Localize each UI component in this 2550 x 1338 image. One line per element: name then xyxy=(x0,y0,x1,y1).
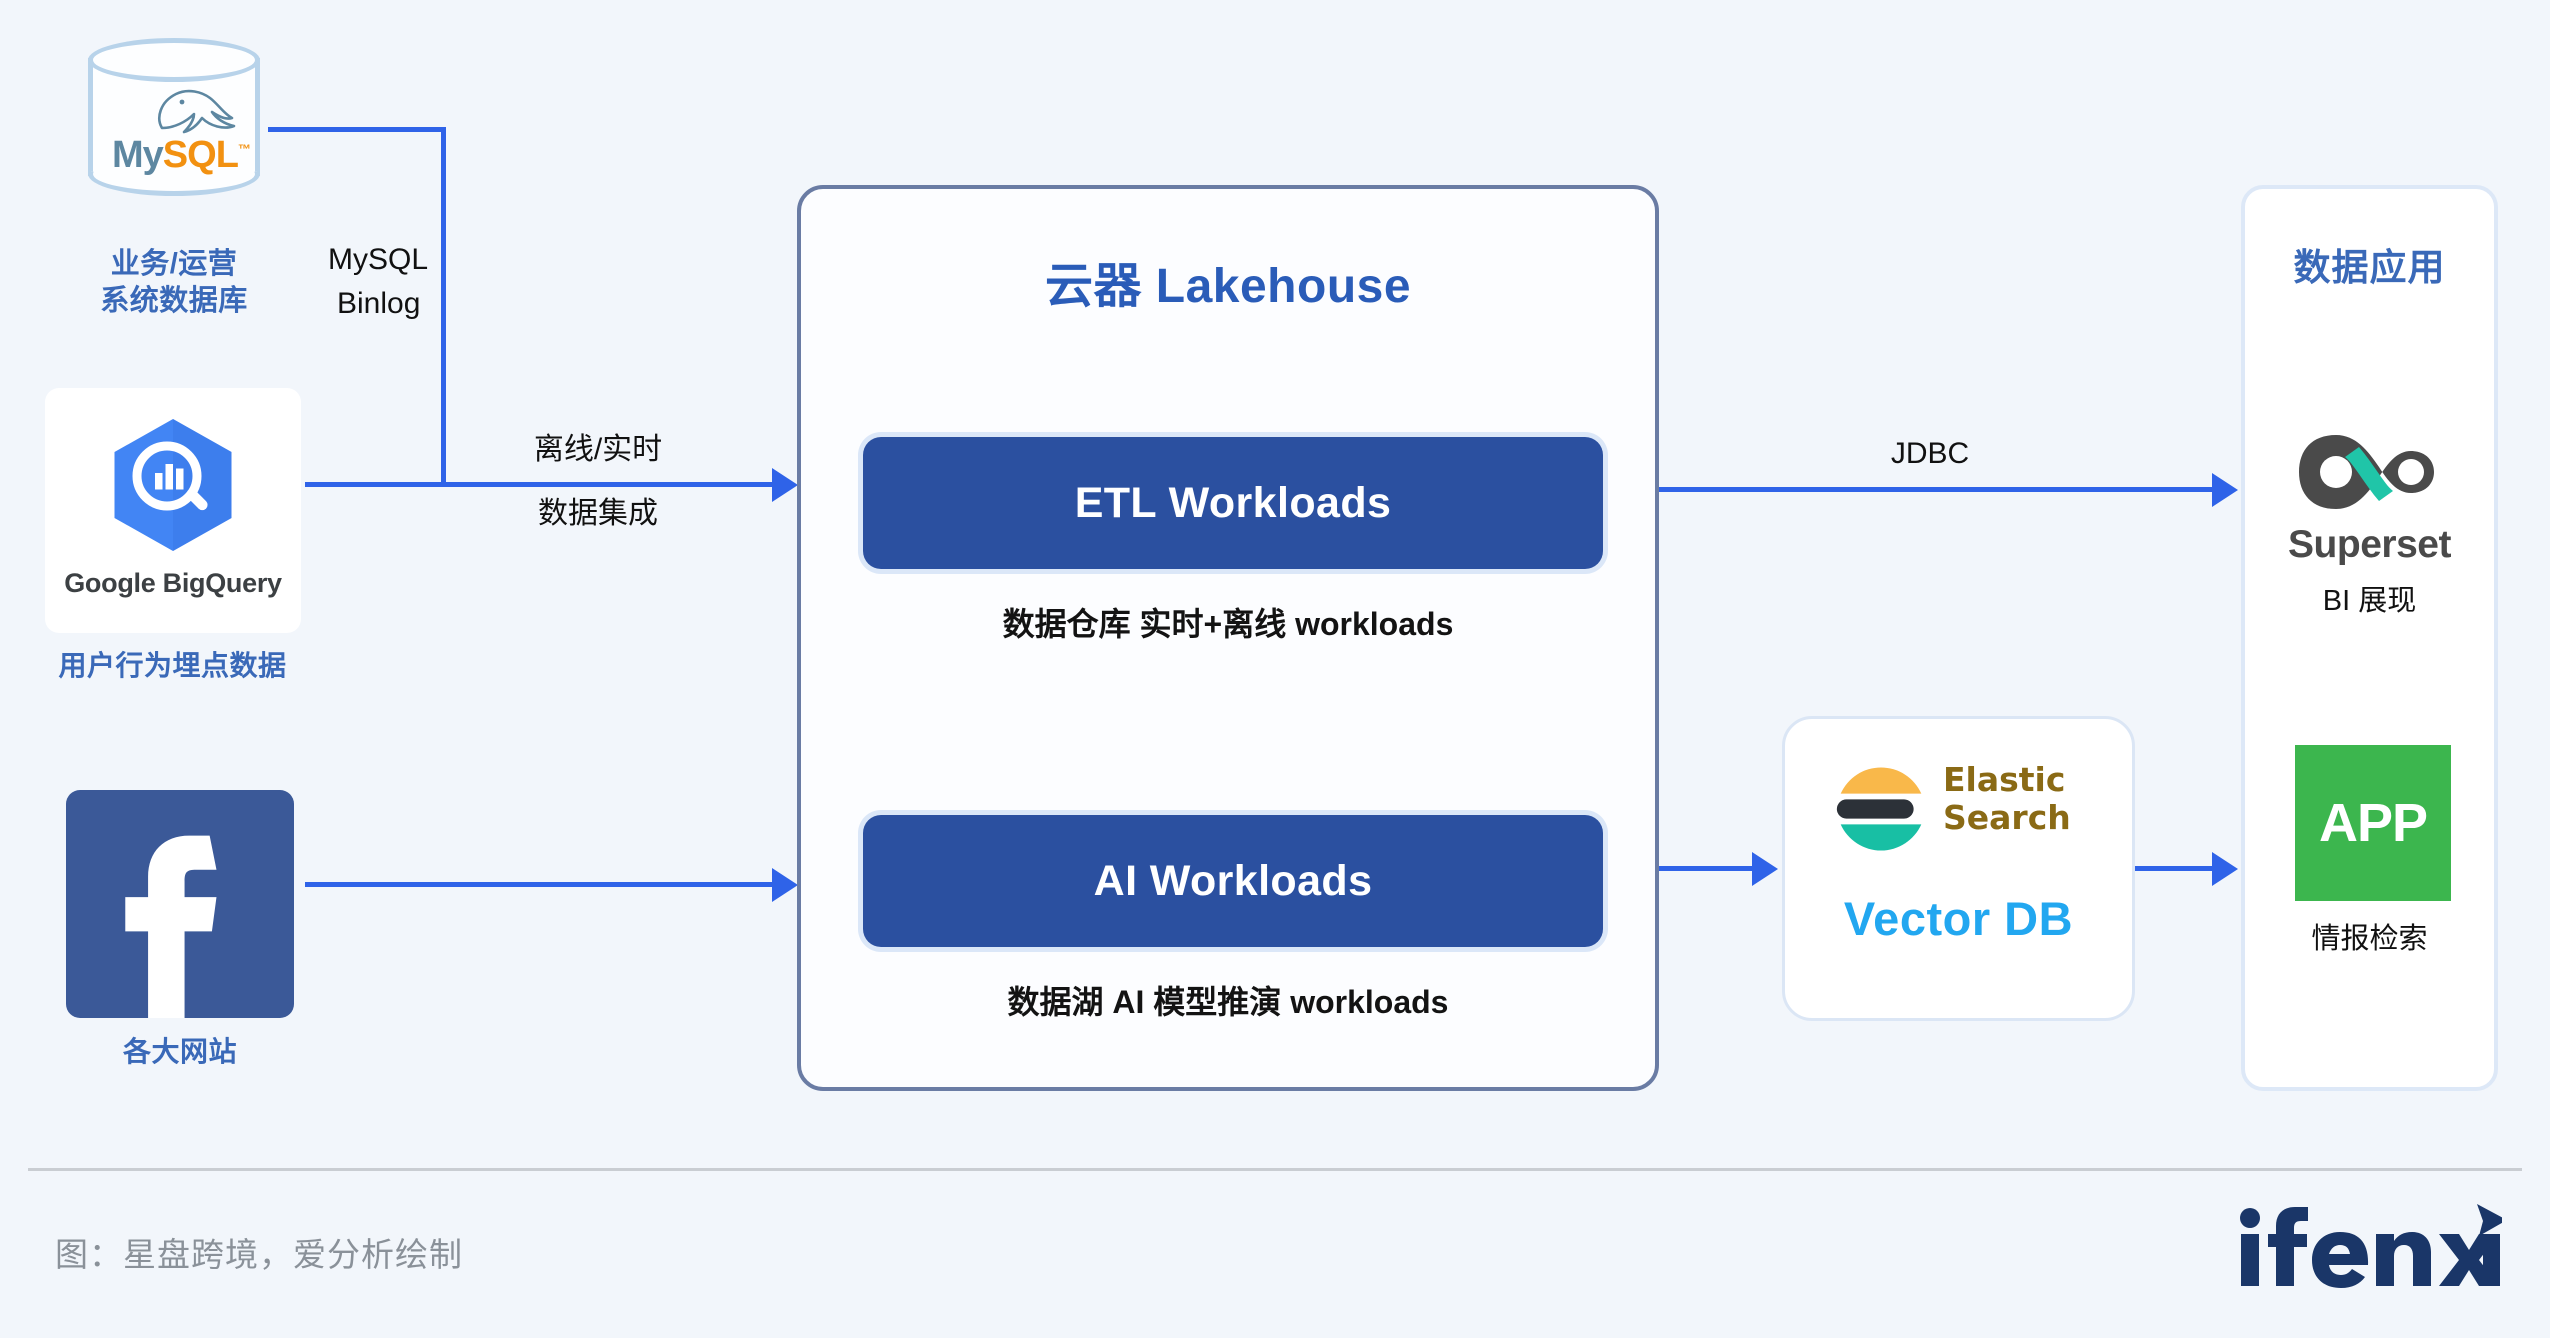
data-integration-edge-label: 离线/实时 数据集成 xyxy=(458,428,738,535)
bigquery-connector-line xyxy=(305,482,780,487)
bigquery-card: Google BigQuery xyxy=(45,388,301,633)
bigquery-source-label: 各大网站 用户行为埋点数据 xyxy=(0,648,345,684)
mysql-dolphin-icon xyxy=(158,89,236,134)
jdbc-edge-label: JDBC xyxy=(1890,437,1970,470)
search-text: Search xyxy=(1943,797,2071,837)
mysql-sql-text: SQL xyxy=(162,134,239,176)
data-integration-line1: 离线/实时 xyxy=(533,433,663,466)
elasticsearch-wordmark: Elastic Search xyxy=(1943,761,2071,837)
etl-workloads-label: ETL Workloads xyxy=(1074,478,1392,527)
ai-workloads-block[interactable]: AI Workloads xyxy=(863,815,1603,947)
vectordb-to-app-line xyxy=(2135,866,2217,871)
data-application-panel: 数据应用 Superset BI 展现 APP 情报检索 xyxy=(2241,185,2498,1091)
lakehouse-panel: 云器 Lakehouse ETL Workloads 数据仓库 实时+离线 wo… xyxy=(797,185,1659,1091)
credit-text: 图：星盘跨境，爱分析绘制 xyxy=(55,1236,463,1273)
mysql-connector-horizontal xyxy=(268,127,446,132)
app-tile-icon: APP xyxy=(2295,745,2451,901)
ifenxi-logo xyxy=(2234,1196,2507,1292)
jdbc-connector-arrowhead xyxy=(2212,473,2238,507)
mysql-binlog-line2: Binlog xyxy=(337,286,421,320)
mysql-connector-vertical xyxy=(441,127,446,487)
facebook-f-glyph xyxy=(125,835,217,1018)
bigquery-label-text: 用户行为埋点数据 xyxy=(58,650,287,681)
app-tile-text: APP xyxy=(2318,793,2428,853)
ai-workloads-label: AI Workloads xyxy=(1093,856,1373,905)
mysql-label-line1: 业务/运营 xyxy=(110,248,238,280)
footer-divider xyxy=(28,1168,2522,1171)
elasticsearch-icon xyxy=(1833,761,1929,857)
elastic-text: Elastic xyxy=(1943,760,2066,799)
facebook-connector-line xyxy=(305,882,775,887)
data-integration-line2: 数据集成 xyxy=(538,496,658,530)
lakehouse-title: 云器 Lakehouse xyxy=(1044,260,1412,313)
mysql-binlog-line1: MySQL xyxy=(328,243,429,276)
bigquery-wordmark: Google BigQuery xyxy=(64,568,282,598)
superset-caption: BI 展现 xyxy=(2322,585,2417,617)
vectordb-to-app-arrowhead xyxy=(2212,852,2238,886)
facebook-source-label: 各大网站 xyxy=(122,1036,237,1067)
mysql-logo: MySQL™ xyxy=(112,89,251,176)
mysql-my-text: My xyxy=(112,134,164,176)
jdbc-connector-line xyxy=(1659,487,2217,492)
etl-workloads-caption: 数据仓库 实时+离线 workloads xyxy=(1002,606,1454,642)
data-application-title: 数据应用 xyxy=(2293,247,2446,288)
data-integration-arrowhead xyxy=(772,468,798,502)
google-bigquery-icon xyxy=(114,419,232,551)
superset-wordmark: Superset xyxy=(2288,523,2451,566)
ai-to-vectordb-line xyxy=(1659,866,1757,871)
superset-infinity-icon xyxy=(2299,435,2434,509)
mysql-binlog-edge-label: MySQL Binlog xyxy=(328,238,558,325)
ai-workloads-caption: 数据湖 AI 模型推演 workloads xyxy=(1007,984,1449,1020)
cylinder-top xyxy=(88,38,260,82)
mysql-wordmark: MySQL™ xyxy=(112,134,251,176)
ai-to-vectordb-arrowhead xyxy=(1752,852,1778,886)
facebook-connector-arrowhead xyxy=(772,868,798,902)
mysql-tm-text: ™ xyxy=(237,141,251,157)
mysql-source-label: 业务/运营 系统数据库 xyxy=(22,246,326,320)
etl-workloads-block[interactable]: ETL Workloads xyxy=(863,437,1603,569)
mysql-label-line2: 系统数据库 xyxy=(100,285,248,318)
facebook-icon xyxy=(66,790,294,1018)
vector-db-card: Elastic Search Vector DB xyxy=(1782,716,2135,1021)
app-caption: 情报检索 xyxy=(2311,923,2428,955)
mysql-cylinder-icon: MySQL™ xyxy=(88,38,260,196)
vector-db-title: Vector DB xyxy=(1843,892,2074,945)
